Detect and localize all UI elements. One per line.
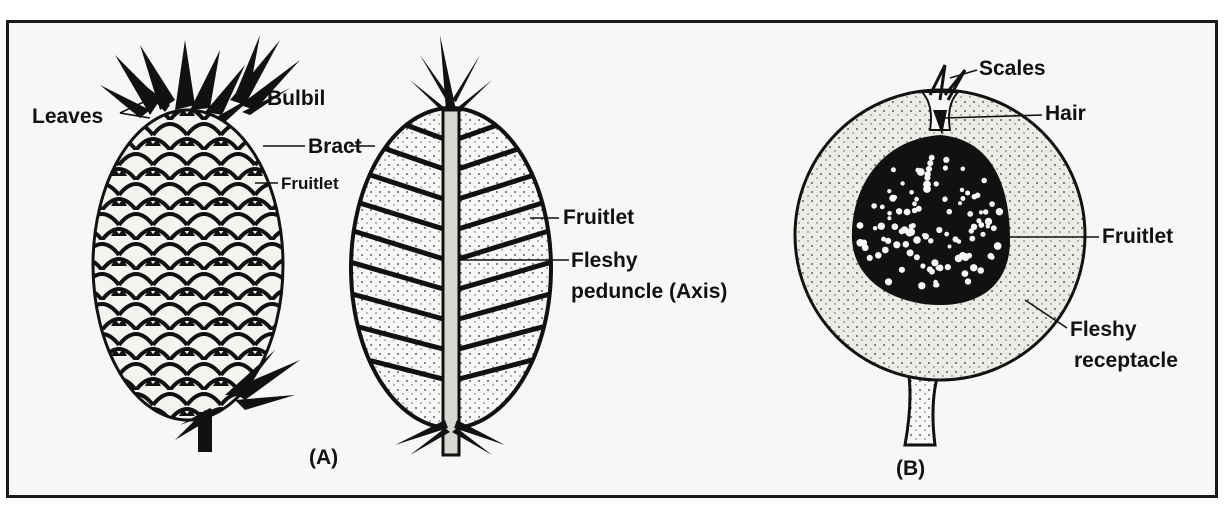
label-scales: Scales xyxy=(979,58,1046,80)
fig-section xyxy=(795,65,1085,445)
pineapple-longitudinal-section xyxy=(350,35,552,455)
label-fleshy-peduncle-line1: Fleshy xyxy=(571,250,638,272)
label-fruitlet-a2: Fruitlet xyxy=(563,207,634,229)
caption-b: (B) xyxy=(896,458,925,480)
label-fruitlet-b: Fruitlet xyxy=(1102,226,1173,248)
label-bract: Bract xyxy=(308,136,362,158)
label-fleshy-receptacle-line2: receptacle xyxy=(1074,350,1178,372)
label-leaves: Leaves xyxy=(32,106,103,128)
label-fruitlet-a1: Fruitlet xyxy=(281,175,339,193)
label-bulbil: Bulbil xyxy=(267,88,325,110)
caption-a: (A) xyxy=(309,447,338,469)
label-hair: Hair xyxy=(1045,103,1086,125)
label-fleshy-receptacle-line1: Fleshy xyxy=(1070,319,1137,341)
label-fleshy-peduncle-line2: peduncle (Axis) xyxy=(571,281,727,303)
